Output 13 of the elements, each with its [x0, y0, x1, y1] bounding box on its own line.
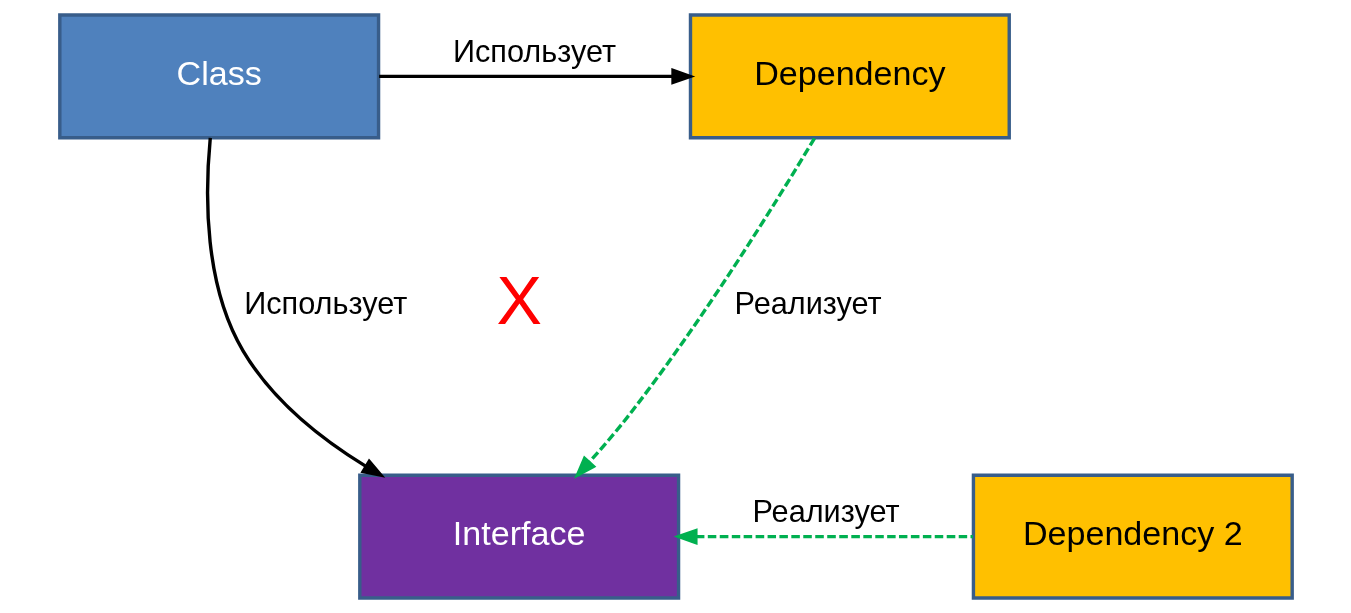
- node-box: Interface: [357, 473, 680, 600]
- edge-label: Реализует: [734, 286, 882, 321]
- edge-label: Использует: [452, 33, 616, 69]
- edge-label: Реализует: [751, 493, 900, 529]
- node-box: Dependency: [688, 13, 1011, 140]
- arrow: [573, 137, 816, 479]
- arrow: [378, 68, 695, 85]
- edge-label: Использует: [243, 286, 407, 321]
- node-box: Class: [57, 13, 380, 140]
- arrow: [205, 137, 385, 478]
- node-box: Dependency 2: [971, 473, 1294, 600]
- label: X: [495, 261, 542, 338]
- arrow: [673, 528, 973, 545]
